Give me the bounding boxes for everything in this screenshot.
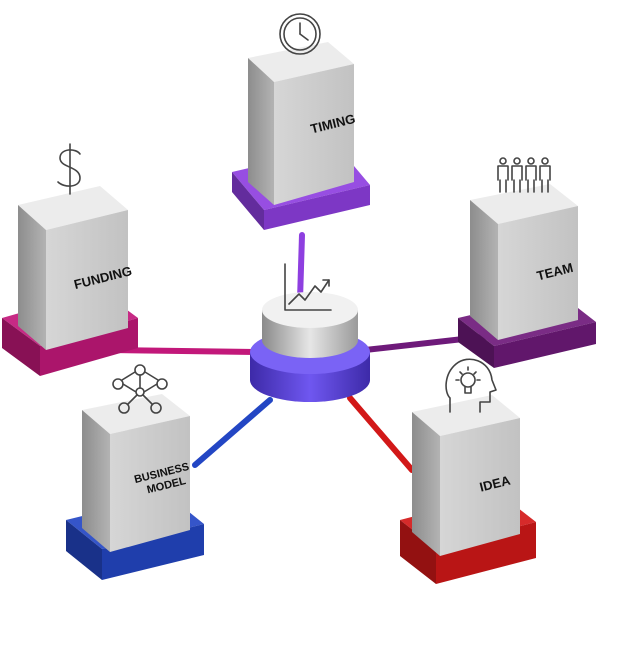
- label-line: IDEA: [478, 472, 512, 494]
- growth-chart-icon: [284, 263, 332, 311]
- pillar-idea: IDEA: [400, 358, 536, 584]
- pillar-label-idea: IDEA: [478, 472, 512, 494]
- pillar-timing: TIMING: [232, 13, 370, 230]
- pillar-business-model: BUSINESS MODEL: [66, 364, 204, 580]
- dollar-icon: [57, 143, 81, 195]
- connector-funding: [107, 347, 258, 355]
- lightbulb-head-icon: [445, 358, 497, 413]
- connector-business-model: [192, 397, 273, 468]
- connector-idea: [347, 395, 415, 473]
- clock-icon: [279, 13, 321, 55]
- pillar-team: TEAM: [458, 157, 596, 368]
- connectors: [107, 232, 493, 473]
- network-icon: [112, 364, 168, 414]
- connector-timing: [297, 232, 305, 303]
- pillar-funding: FUNDING: [2, 143, 138, 376]
- people-icon: [497, 157, 551, 193]
- hub: [250, 263, 370, 402]
